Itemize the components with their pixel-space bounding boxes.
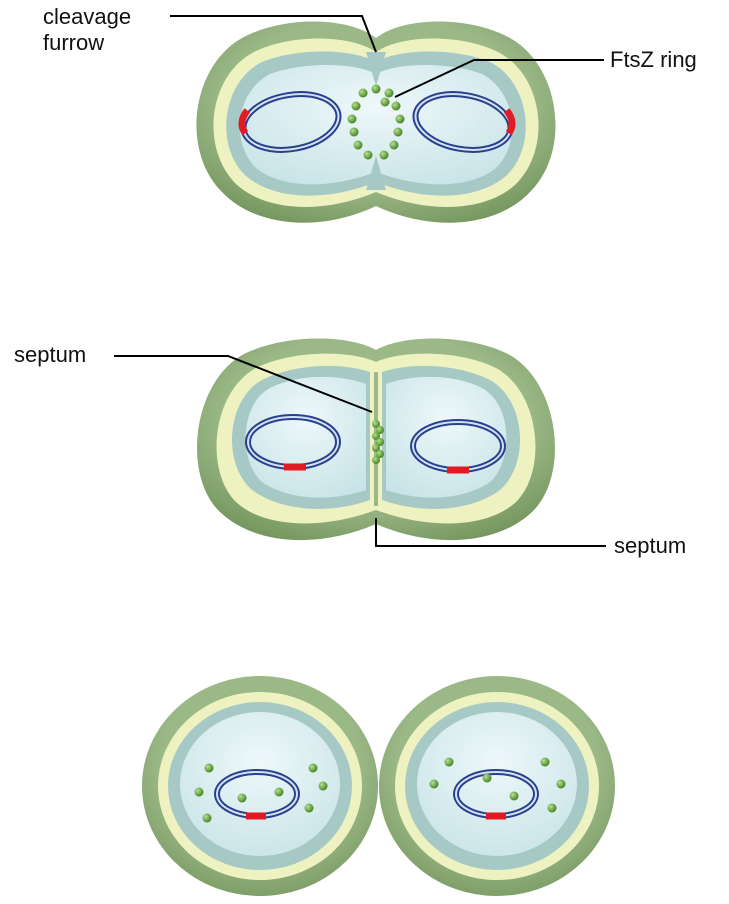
septum-label-right: septum [614,533,686,559]
cleavage-furrow-label-line2: furrow [43,30,104,56]
dividing-cell-middle [197,338,555,540]
cytoplasm-left [246,377,366,498]
septum-label-left: septum [14,342,86,368]
cytoplasm-right [386,377,506,498]
cytoplasm [180,712,340,856]
daughter-cell-right [379,676,615,896]
daughter-cell-left [142,676,378,896]
cytoplasm [417,712,577,856]
ftsz-ring-label: FtsZ ring [610,47,697,73]
cleavage-furrow-label-line1: cleavage [43,4,131,30]
